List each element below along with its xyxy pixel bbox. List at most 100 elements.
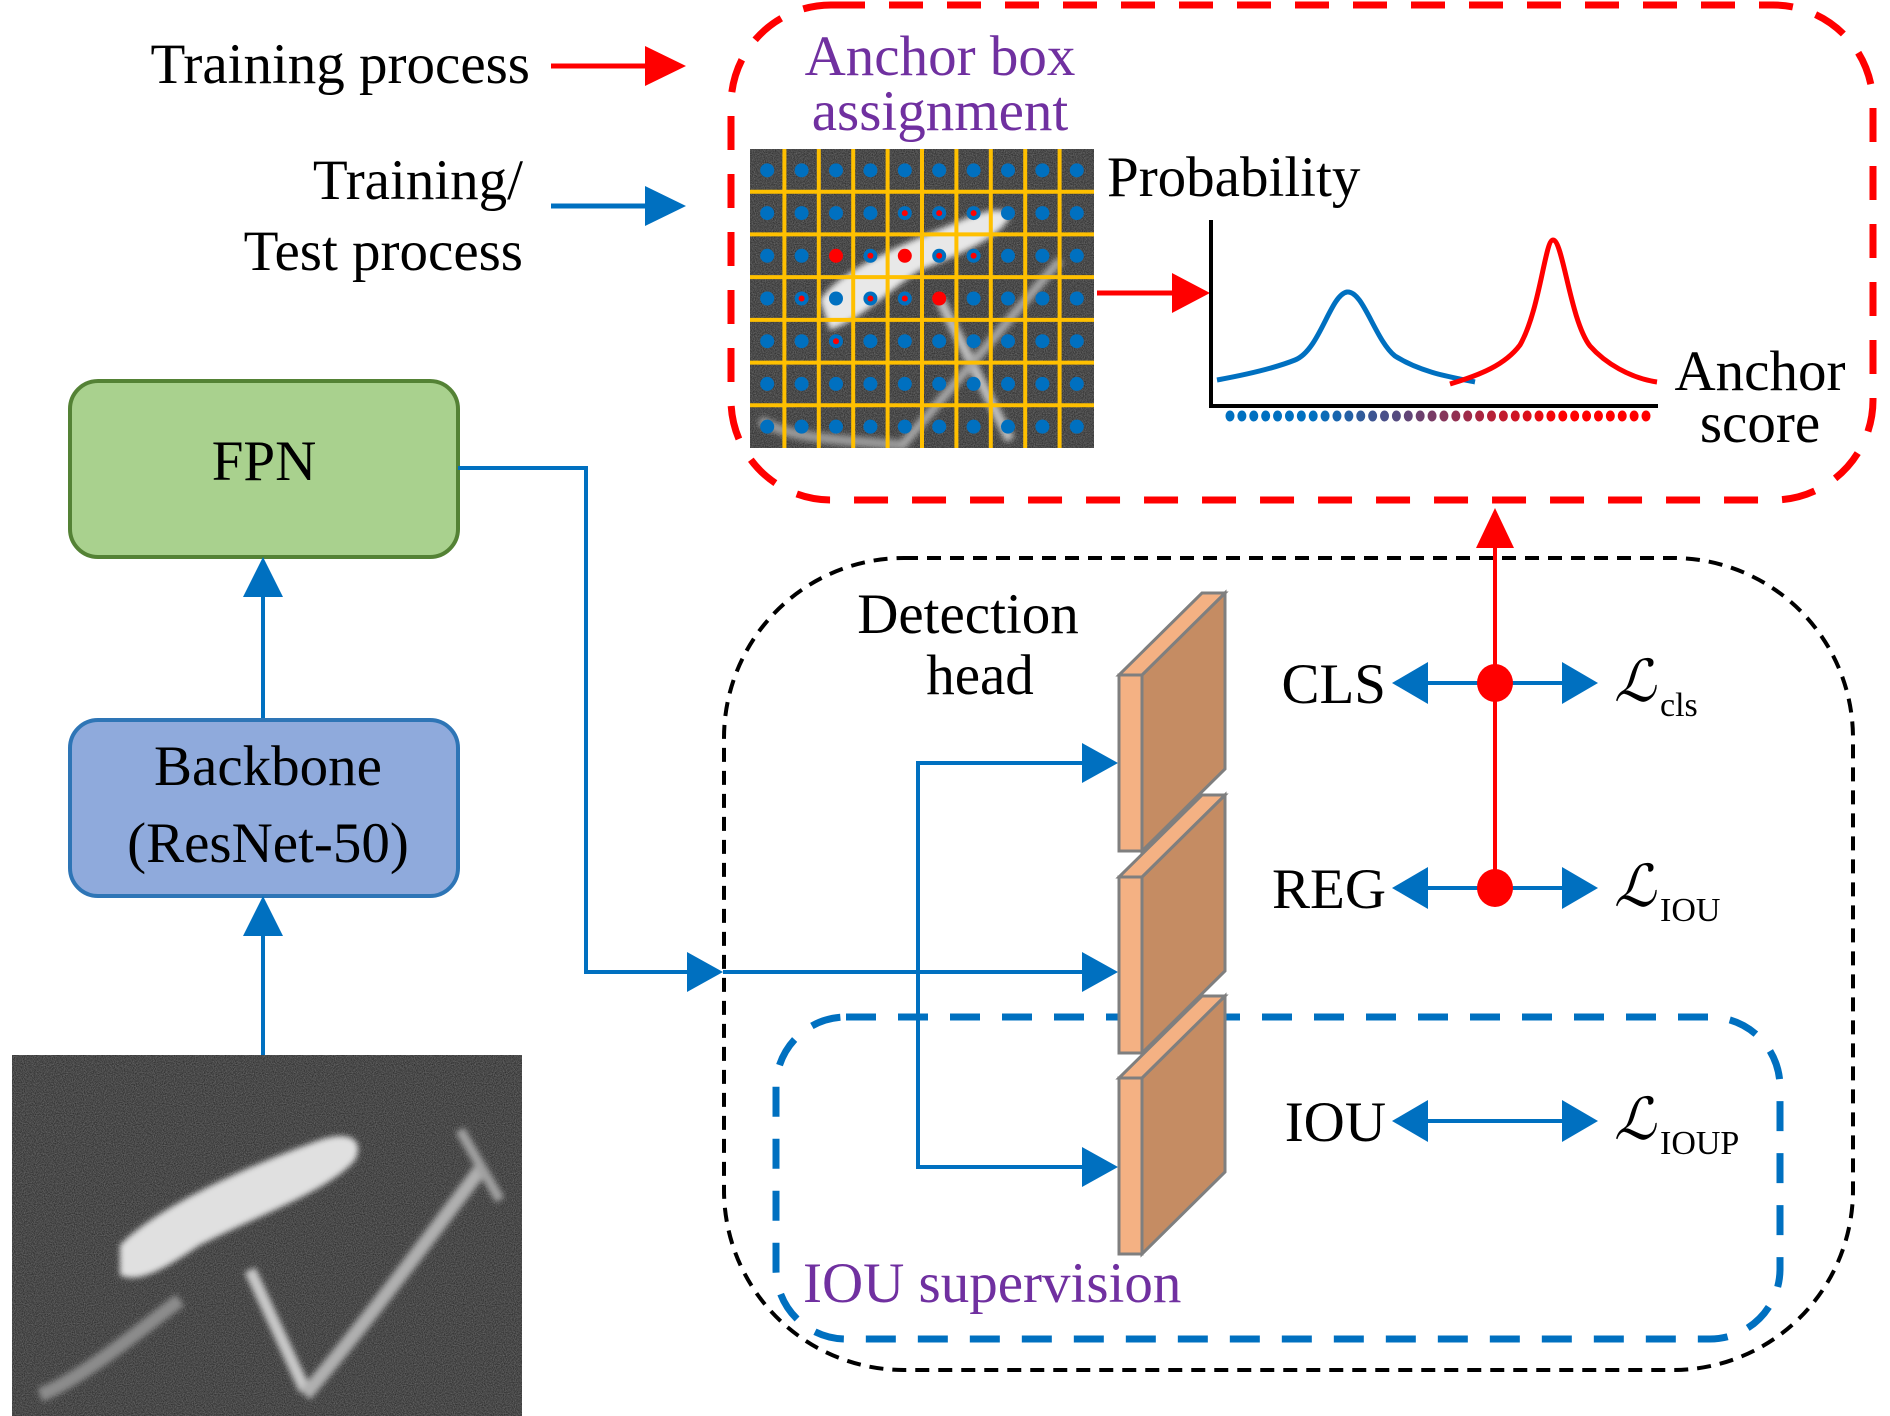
ambiguous-anchor-core xyxy=(901,295,908,302)
backbone-label-line2: (ResNet-50) xyxy=(127,812,409,875)
arrow-right-icon xyxy=(1562,1100,1598,1142)
negative-anchor-point xyxy=(1035,376,1050,391)
negative-anchor-point xyxy=(1001,334,1015,349)
positive-distribution-curve xyxy=(1449,237,1658,387)
negative-anchor-point xyxy=(794,419,809,434)
backbone-label-line1: Backbone xyxy=(154,735,382,798)
legend: Training process Training/ Test process xyxy=(151,33,686,283)
head-blocks xyxy=(1115,589,1229,1258)
negative-anchor-point xyxy=(829,163,843,178)
negative-anchor-point xyxy=(897,163,912,178)
score-dot xyxy=(1273,410,1283,422)
iou-supervision-label: IOU supervision xyxy=(803,1252,1181,1315)
negative-anchor-point xyxy=(1001,163,1015,178)
training-feedback-path xyxy=(1476,508,1514,888)
block-front-face xyxy=(1117,1076,1144,1256)
negative-anchor-point xyxy=(1069,206,1084,221)
plot-xlabel-line2: score xyxy=(1700,392,1820,455)
anchor-assignment-title-line1: Anchor box xyxy=(805,25,1076,88)
red-arrow-icon xyxy=(551,46,686,86)
negative-anchor-point xyxy=(897,419,912,434)
ambiguous-anchor-core xyxy=(901,210,908,217)
block-front-face xyxy=(1117,875,1144,1055)
arrow-left-icon xyxy=(1392,662,1428,704)
score-dot xyxy=(1356,410,1366,422)
input-sonar-image xyxy=(12,1055,522,1416)
backbone-box[interactable] xyxy=(68,718,460,898)
negative-anchor-point xyxy=(863,163,878,178)
negative-anchor-point xyxy=(1001,376,1015,391)
negative-anchor-point xyxy=(1001,206,1015,221)
score-dot xyxy=(1534,410,1544,422)
negative-anchor-point xyxy=(794,376,809,391)
negative-anchor-point xyxy=(760,248,775,263)
red-dashed-boundary xyxy=(727,1,1877,504)
negative-anchor-point xyxy=(1069,291,1084,306)
head-block-2 xyxy=(1115,791,1229,1057)
negative-anchor-point xyxy=(932,163,947,178)
pipeline: FPN Backbone (ResNet-50) xyxy=(12,379,723,1416)
negative-anchor-point xyxy=(897,376,912,391)
negative-anchor-point xyxy=(1035,206,1050,221)
negative-anchor-point xyxy=(1069,248,1084,263)
score-dot xyxy=(1558,410,1568,422)
anchor-score-dots xyxy=(1225,410,1651,422)
negative-anchor-point xyxy=(932,376,947,391)
loss-symbol: ℒ xyxy=(1614,852,1657,920)
negative-anchor-point xyxy=(829,206,843,221)
arrow-right-icon xyxy=(1562,867,1598,909)
score-dot xyxy=(1308,410,1318,422)
negative-anchor-point xyxy=(1069,376,1084,391)
output-label: IOU xyxy=(1285,1091,1386,1154)
score-dot xyxy=(1546,410,1556,422)
negative-anchor-point xyxy=(829,419,843,434)
negative-anchor-point xyxy=(1069,419,1084,434)
plot-xlabel-line1: Anchor xyxy=(1675,340,1846,403)
score-dot xyxy=(1368,410,1378,422)
arrow-left-icon xyxy=(1392,1100,1428,1142)
score-dot xyxy=(1284,410,1294,422)
image-to-backbone-arrow xyxy=(243,896,283,1055)
plot-ylabel: Probability xyxy=(1107,146,1361,209)
positive-anchor-point xyxy=(932,291,947,306)
negative-anchor-point xyxy=(760,419,775,434)
output-label: REG xyxy=(1272,858,1386,921)
positive-anchor-point xyxy=(829,248,843,263)
fpn-label: FPN xyxy=(212,430,317,493)
score-dot xyxy=(1427,410,1437,422)
block-front-face xyxy=(1117,673,1144,853)
loss-symbol: ℒ xyxy=(1614,647,1657,715)
negative-anchor-point xyxy=(760,206,775,221)
score-dot xyxy=(1629,410,1639,422)
ambiguous-anchor-core xyxy=(833,338,839,345)
legend-training-label: Training process xyxy=(151,33,530,96)
backbone-to-fpn-arrow xyxy=(243,557,283,720)
fpn-output-connector xyxy=(458,466,723,992)
score-dot xyxy=(1296,410,1306,422)
ambiguous-anchor-core xyxy=(798,295,805,302)
negative-anchor-point xyxy=(794,206,809,221)
score-dot xyxy=(1617,410,1627,422)
negative-anchor-point xyxy=(794,163,809,178)
score-dot xyxy=(1320,410,1330,422)
legend-training-test-line2: Test process xyxy=(244,220,523,283)
negative-anchor-point xyxy=(966,376,981,391)
score-dot xyxy=(1593,410,1603,422)
anchor-points xyxy=(760,163,1084,434)
negative-anchor-point xyxy=(1001,248,1015,263)
negative-anchor-point xyxy=(966,291,981,306)
anchor-assignment-panel: Anchor box assignment Probability xyxy=(727,1,1877,504)
negative-anchor-point xyxy=(1035,248,1050,263)
ambiguous-anchor-core xyxy=(936,210,943,217)
head-block-1 xyxy=(1115,589,1229,855)
score-dot xyxy=(1261,410,1271,422)
negative-anchor-point xyxy=(1035,163,1050,178)
detection-head-title-line2: head xyxy=(926,644,1034,707)
black-dashed-boundary xyxy=(722,556,1855,1372)
negative-anchor-point xyxy=(1069,334,1084,349)
score-dot xyxy=(1439,410,1449,422)
score-dot xyxy=(1344,410,1354,422)
